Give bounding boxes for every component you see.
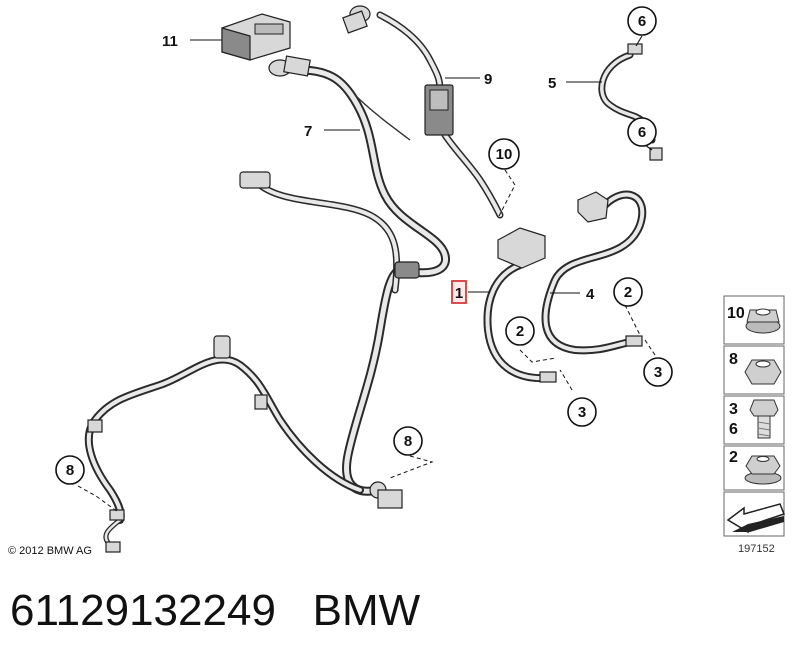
- copyright-text: © 2012 BMW AG: [8, 545, 92, 557]
- cable-7-inner: [297, 67, 448, 494]
- side-label-3: 3: [729, 401, 738, 418]
- parts-group: [87, 5, 663, 553]
- callout-6-bottom: 6: [627, 117, 657, 147]
- cable-clip: [394, 261, 420, 279]
- cable-9-upper-outline: [376, 11, 444, 94]
- terminal-4: [577, 191, 609, 223]
- side-label-10: 10: [727, 305, 745, 322]
- callout-8-middle: 8: [393, 426, 423, 456]
- cable-group: [84, 11, 656, 548]
- diagram-number: 197152: [738, 543, 775, 555]
- callout-2-left: 2: [505, 316, 535, 346]
- cable-branch-inner: [258, 183, 399, 292]
- clip-harness-b: [254, 394, 268, 410]
- footer-part-number: 61129132249: [10, 586, 276, 635]
- side-label-6: 6: [729, 421, 738, 438]
- connector-1: [497, 227, 546, 269]
- cable-left-outline: [84, 355, 364, 524]
- hex-bolt-icon: [749, 399, 779, 439]
- terminal-bottom-7: [369, 481, 403, 509]
- lug-left: [109, 509, 125, 521]
- svg-text:8: 8: [404, 433, 412, 450]
- lug-left-tail: [105, 541, 121, 553]
- callout-11: 11: [162, 33, 178, 50]
- side-label-8: 8: [729, 351, 738, 368]
- cable-9-lower-inner: [443, 133, 502, 217]
- footer-spacer: [276, 586, 313, 635]
- callout-7: 7: [304, 123, 312, 140]
- cable-1-inner: [485, 263, 550, 381]
- svg-text:2: 2: [624, 284, 632, 301]
- svg-text:6: 6: [638, 13, 646, 30]
- callout-1-highlighted: 1: [451, 280, 467, 304]
- callout-4: 4: [586, 286, 595, 303]
- callout-2-right: 2: [613, 277, 643, 307]
- side-label-2: 2: [729, 449, 738, 466]
- svg-text:6: 6: [638, 124, 646, 141]
- flange-hex-nut-icon: [744, 455, 782, 485]
- callout-9: 9: [484, 71, 492, 88]
- callout-6-top: 6: [627, 6, 657, 36]
- hardware-side-panel: 10 8 3 6 2: [723, 295, 785, 555]
- cable-left-inner: [86, 357, 362, 522]
- callout-3-right: 3: [643, 357, 673, 387]
- callout-8-left: 8: [55, 455, 85, 485]
- cable-9-upper-inner: [378, 13, 442, 92]
- svg-text:10: 10: [496, 146, 513, 163]
- callouts: 11 9 7 5 4 6 6 10 1 2 2 3: [55, 6, 673, 485]
- clip-harness-c: [87, 419, 103, 433]
- terminal-top-7: [268, 55, 311, 77]
- lug-5-top: [627, 43, 643, 55]
- callout-3-left: 3: [567, 397, 597, 427]
- cable-7-outline: [295, 65, 450, 496]
- flange-nut-icon: [745, 308, 781, 334]
- callout-10: 10: [488, 138, 520, 170]
- thin-wire: [354, 94, 411, 141]
- callout-5: 5: [548, 75, 556, 92]
- leader-lines: [77, 35, 656, 513]
- direction-arrow-icon: [726, 503, 785, 534]
- cable-branch-outline: [256, 181, 401, 294]
- footer-part-number-line: 61129132249 BMW: [10, 586, 420, 636]
- svg-text:8: 8: [66, 462, 74, 479]
- hex-nut-icon: [744, 359, 782, 385]
- connector-left: [239, 171, 271, 189]
- lug-1: [539, 371, 557, 383]
- part-9-fuse-box: [424, 84, 454, 136]
- svg-text:3: 3: [654, 364, 662, 381]
- terminal-top-9: [342, 5, 371, 34]
- lug-4: [625, 335, 643, 347]
- svg-text:1: 1: [455, 285, 463, 302]
- svg-text:2: 2: [516, 323, 524, 340]
- svg-text:3: 3: [578, 404, 586, 421]
- cable-4-inner: [543, 192, 645, 353]
- clip-harness-a: [213, 335, 231, 359]
- part-11-terminal-block: [221, 13, 291, 61]
- footer-brand: BMW: [312, 586, 421, 635]
- lug-5-bottom: [649, 147, 663, 161]
